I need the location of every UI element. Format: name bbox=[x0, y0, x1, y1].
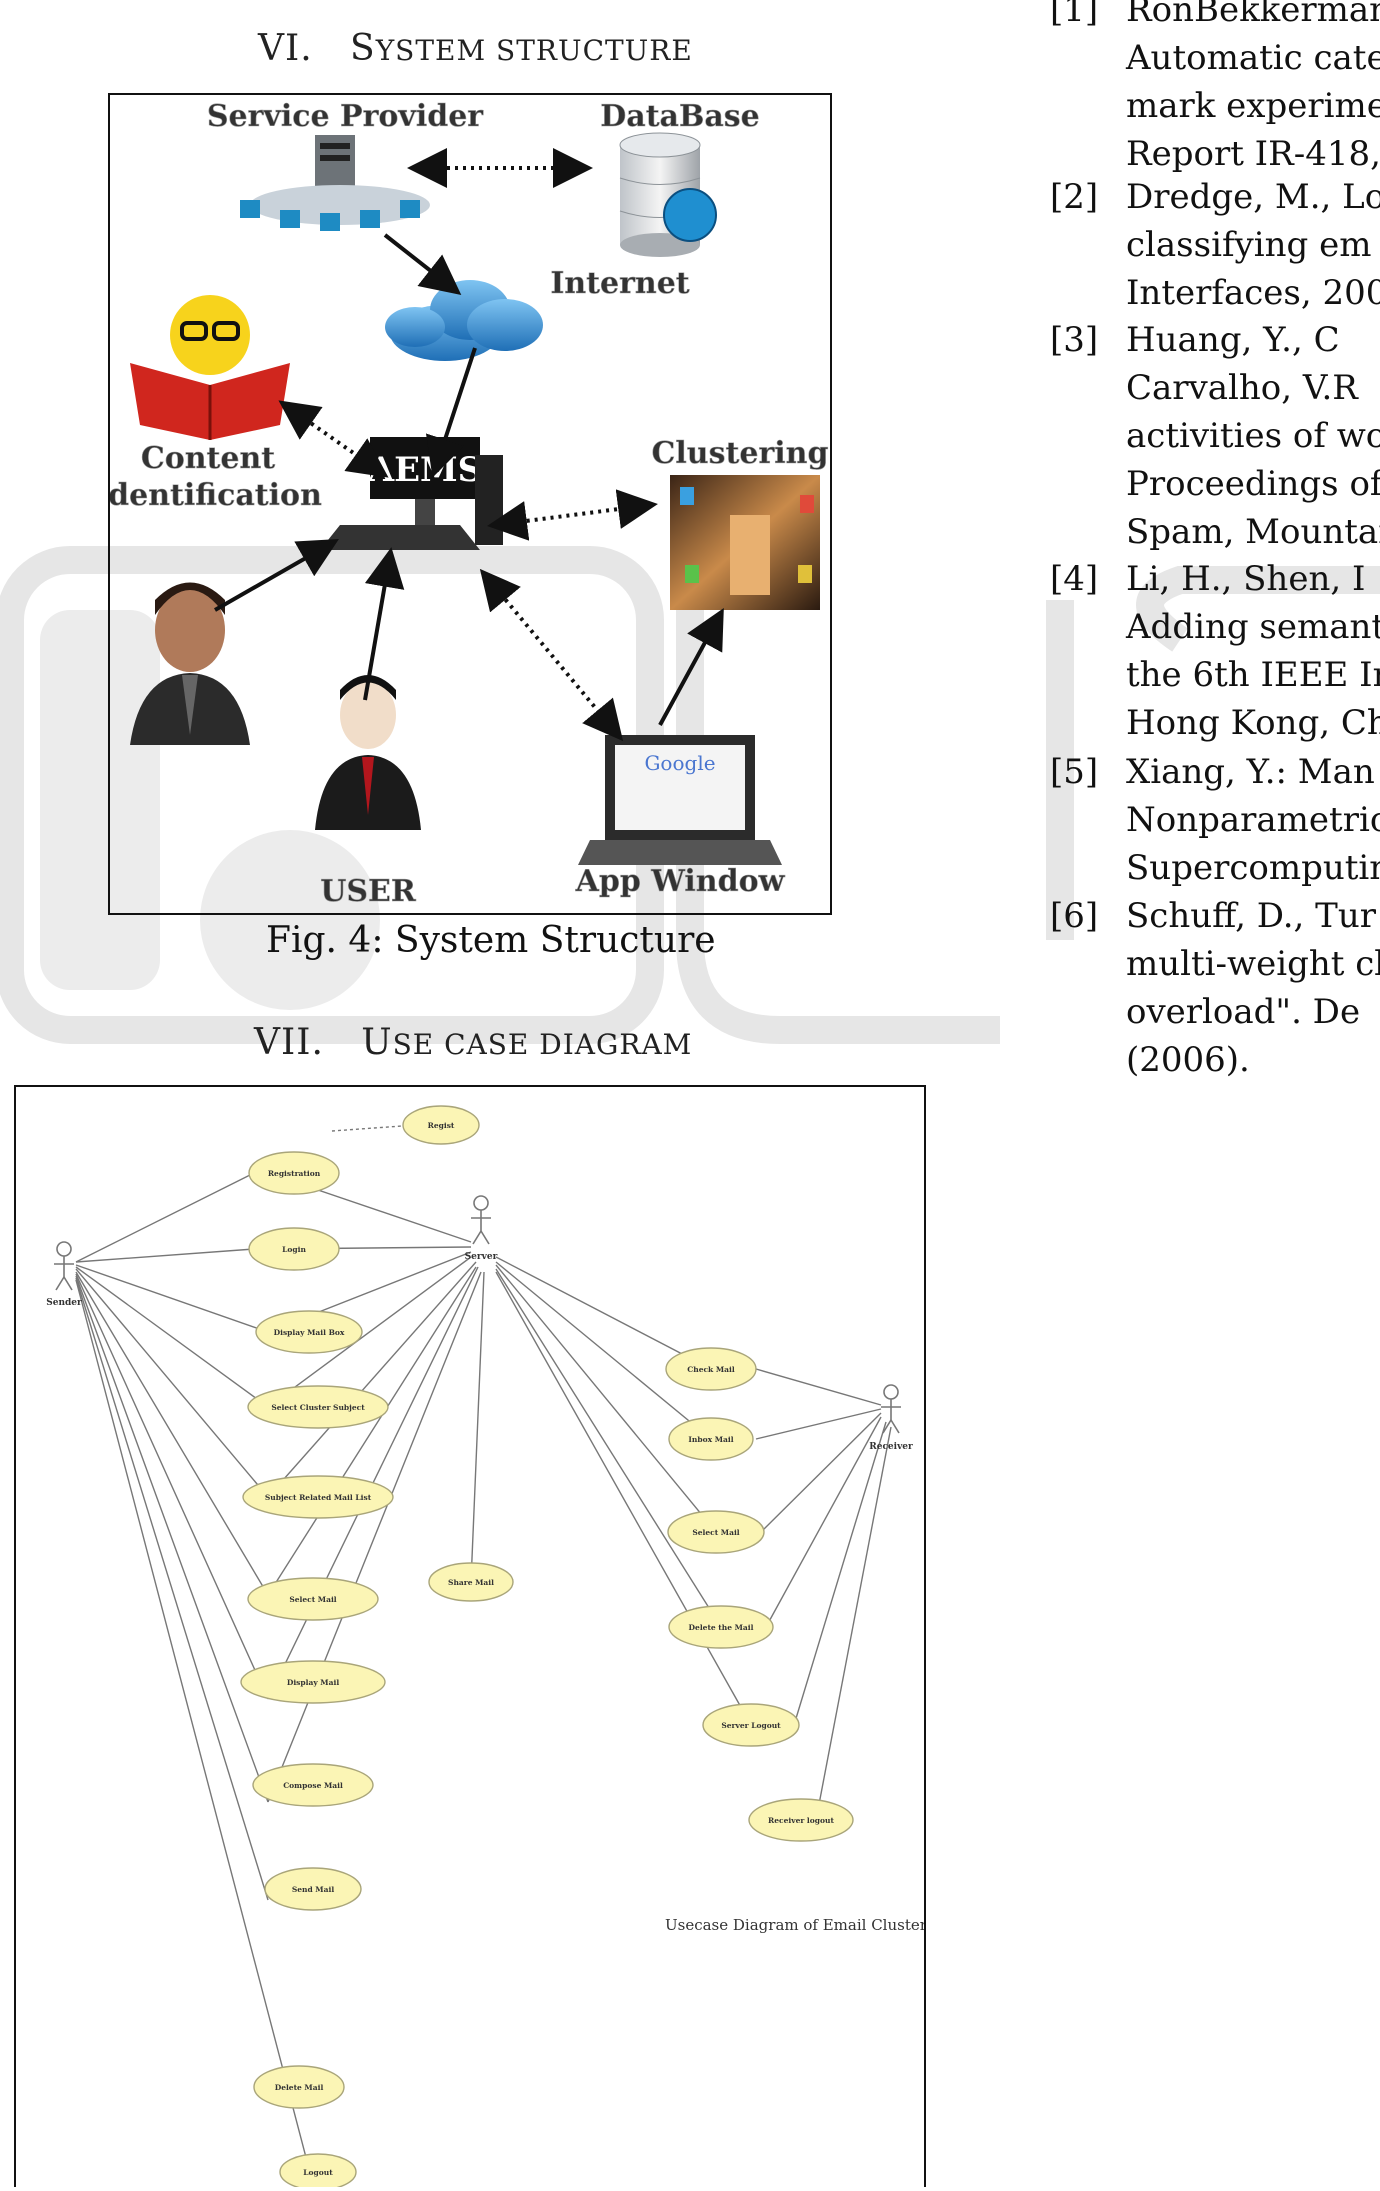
reference-text: activities of wo bbox=[1126, 416, 1380, 456]
label-database: DataBase bbox=[600, 99, 760, 134]
actor-receiver-label: Receiver bbox=[869, 1442, 913, 1452]
section-heading-use-case-diagram: VII. USE CASE DIAGRAM bbox=[254, 1022, 692, 1063]
app-window-laptop-icon: Google bbox=[578, 735, 782, 865]
use-case-label: Send Mail bbox=[292, 1885, 335, 1894]
reference-text: Adding semant bbox=[1126, 607, 1380, 647]
use-case-label: Delete Mail bbox=[275, 2083, 324, 2092]
reference-text: Supercomputin bbox=[1126, 848, 1380, 888]
reference-number: [1] bbox=[1050, 0, 1099, 30]
reference-text: Automatic cate bbox=[1126, 38, 1380, 78]
reference-text: Huang, Y., C bbox=[1126, 320, 1340, 360]
figure-system-structure: Service Provider DataBase Internet Conte… bbox=[94, 93, 832, 915]
use-case-label: Delete the Mail bbox=[689, 1623, 754, 1632]
reference-text: Li, H., Shen, I bbox=[1126, 559, 1366, 599]
use-case-label: Select Mail bbox=[692, 1528, 739, 1537]
database-icon bbox=[619, 132, 717, 257]
reference-text: mark experimen bbox=[1126, 86, 1380, 126]
section-title-initial: U bbox=[361, 1022, 393, 1063]
label-clustering: Clustering bbox=[652, 436, 829, 471]
reference-text: Nonparametric bbox=[1126, 800, 1380, 840]
association-lines bbox=[75, 1124, 892, 2166]
use-case-label: Server Logout bbox=[721, 1721, 781, 1730]
reference-number: [3] bbox=[1050, 320, 1099, 360]
use-case-label: Inbox Mail bbox=[688, 1435, 733, 1444]
section-title-initial: S bbox=[350, 28, 376, 69]
reference-text: Carvalho, V.R bbox=[1126, 368, 1358, 408]
reference-4: [4] Li, H., Shen, I Adding semant the 6th… bbox=[1050, 555, 1380, 747]
use-case-label: Regist bbox=[428, 1121, 455, 1130]
use-case-label: Display Mail Box bbox=[274, 1328, 345, 1337]
reference-number: [6] bbox=[1050, 896, 1099, 936]
section-number: VII. bbox=[254, 1022, 324, 1063]
reference-6: [6] Schuff, D., Tur multi-weight cl overl… bbox=[1050, 892, 1380, 1084]
use-case-label: Subject Related Mail List bbox=[265, 1493, 372, 1502]
reference-text: multi-weight cl bbox=[1126, 944, 1380, 984]
reference-text: Schuff, D., Tur bbox=[1126, 896, 1376, 936]
section-heading-system-structure: VI. SYSTEM STRUCTURE bbox=[258, 28, 693, 69]
actor-server-label: Server bbox=[465, 1252, 498, 1262]
label-aems: AEMS bbox=[367, 450, 482, 490]
system-structure-diagram: Service Provider DataBase Internet Conte… bbox=[94, 99, 829, 910]
use-case-label: Select Mail bbox=[289, 1595, 336, 1604]
use-case-label: Share Mail bbox=[448, 1578, 494, 1587]
connection-arrows bbox=[214, 148, 724, 742]
use-case-diagram: Sender Server Receiver bbox=[46, 1105, 951, 2191]
reference-text: (2006). bbox=[1126, 1040, 1250, 1080]
reference-text: Proceedings of bbox=[1126, 464, 1380, 504]
reference-number: [2] bbox=[1050, 177, 1099, 217]
use-case-label: Display Mail bbox=[287, 1678, 340, 1687]
reference-text: Hong Kong, Ch bbox=[1126, 703, 1380, 743]
label-identification: Identification bbox=[110, 478, 322, 513]
actor-server-icon bbox=[471, 1195, 491, 1245]
reference-2: [2] Dredge, M., Lo classifying em Interfa… bbox=[1050, 173, 1380, 317]
reference-text: Spam, Mountai bbox=[1126, 512, 1380, 552]
aems-computer-icon: AEMS bbox=[320, 437, 503, 550]
label-internet: Internet bbox=[550, 266, 689, 301]
actor-sender-icon bbox=[54, 1241, 74, 1291]
section-title-rest: SE CASE DIAGRAM bbox=[392, 1028, 693, 1061]
figure-use-case-diagram: Sender Server Receiver bbox=[14, 1085, 951, 2191]
reference-3: [3] Huang, Y., C Carvalho, V.R activities… bbox=[1050, 316, 1380, 556]
use-case-label: Check Mail bbox=[687, 1365, 735, 1374]
user-icon-large bbox=[130, 582, 250, 745]
use-case-label: Logout bbox=[303, 2168, 333, 2177]
label-user: USER bbox=[320, 874, 417, 909]
reference-text: Interfaces, 2006 bbox=[1126, 273, 1380, 313]
reference-text: overload". De bbox=[1126, 992, 1361, 1032]
user-icon-small bbox=[315, 675, 421, 830]
use-case-label: Compose Mail bbox=[283, 1781, 343, 1790]
use-case-diagram-title: Usecase Diagram of Email Clustering bbox=[665, 1916, 924, 1934]
section-number: VI. bbox=[258, 28, 313, 69]
use-case-label: Select Cluster Subject bbox=[271, 1403, 365, 1412]
reference-text: classifying em bbox=[1126, 225, 1372, 265]
reference-text: the 6th IEEE In bbox=[1126, 655, 1380, 695]
label-service-provider: Service Provider bbox=[207, 99, 484, 134]
reference-1: [1] RonBekkerman Automatic cate mark expe… bbox=[1050, 0, 1380, 178]
clustering-icon bbox=[670, 475, 820, 610]
label-content: Content bbox=[141, 441, 275, 476]
reference-number: [4] bbox=[1050, 559, 1099, 599]
use-case-label: Registration bbox=[268, 1169, 321, 1178]
reference-text: Report IR-418, bbox=[1126, 134, 1380, 174]
reference-text: Xiang, Y.: Man bbox=[1126, 752, 1375, 792]
actor-sender-label: Sender bbox=[46, 1298, 82, 1308]
label-google: Google bbox=[644, 751, 715, 775]
figure-4-caption: Fig. 4: System Structure bbox=[266, 920, 716, 961]
internet-cloud-icon bbox=[385, 280, 543, 361]
server-cluster-icon bbox=[240, 135, 430, 231]
section-title-rest: YSTEM STRUCTURE bbox=[375, 34, 693, 67]
use-case-ellipses bbox=[240, 1105, 854, 2191]
use-case-label: Login bbox=[282, 1245, 306, 1254]
reference-text: RonBekkerman bbox=[1126, 0, 1380, 30]
use-case-labels: Regist Registration Login Display Mail B… bbox=[265, 1121, 835, 2177]
content-identification-icon bbox=[130, 295, 290, 440]
reference-text: Dredge, M., Lo bbox=[1126, 177, 1380, 217]
use-case-label: Receiver logout bbox=[768, 1816, 834, 1825]
label-app-window: App Window bbox=[575, 864, 786, 899]
actor-receiver-icon bbox=[881, 1384, 901, 1434]
reference-number: [5] bbox=[1050, 752, 1099, 792]
reference-5: [5] Xiang, Y.: Man Nonparametric Supercom… bbox=[1050, 748, 1380, 892]
